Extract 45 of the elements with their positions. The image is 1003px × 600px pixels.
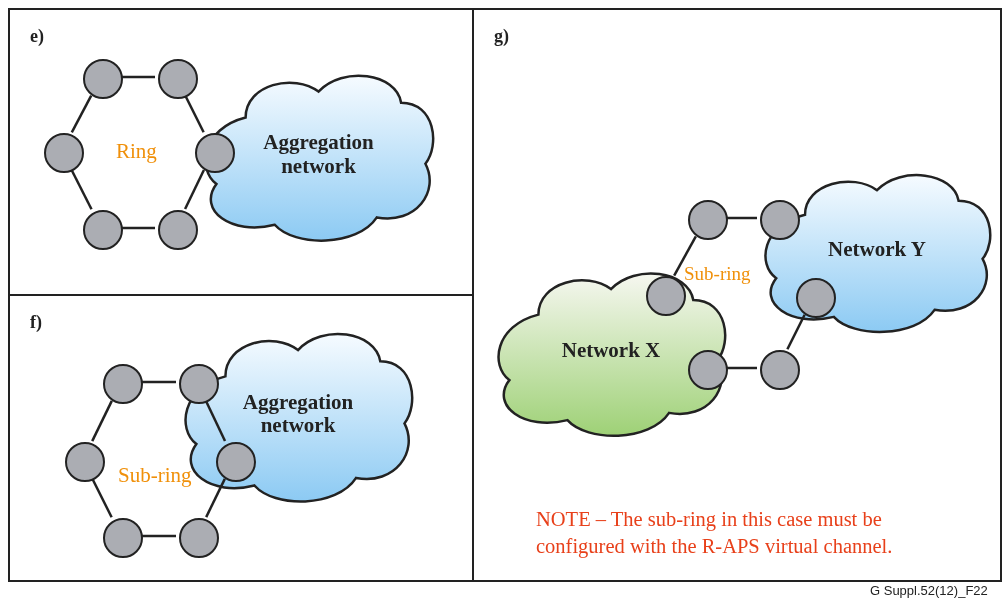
node-circle	[195, 133, 235, 173]
link-line	[122, 75, 155, 79]
node-circle	[688, 200, 728, 240]
node-circle	[65, 442, 105, 482]
link-line	[204, 400, 227, 442]
link-line	[727, 216, 757, 220]
panel-letter: g)	[494, 26, 509, 47]
ring-label: Sub-ring	[684, 263, 751, 285]
node-circle	[103, 364, 143, 404]
panel-frame	[472, 8, 1002, 582]
panel-letter: e)	[30, 26, 44, 47]
node-circle	[179, 518, 219, 558]
panel-letter: f)	[30, 312, 42, 333]
panel-frame	[8, 294, 474, 582]
node-circle	[83, 210, 123, 250]
link-line	[91, 400, 113, 442]
link-line	[70, 169, 93, 210]
link-line	[91, 478, 113, 518]
panel-frame	[8, 8, 474, 296]
ring-label: Ring	[116, 139, 157, 164]
cloud-label: Network X	[561, 339, 661, 363]
node-circle	[158, 59, 198, 99]
cloud-label: Network Y	[828, 238, 926, 262]
link-line	[673, 235, 697, 277]
node-circle	[760, 200, 800, 240]
node-circle	[44, 133, 84, 173]
node-circle	[158, 210, 198, 250]
link-line	[142, 380, 176, 384]
figure-id: G Suppl.52(12)_F22	[870, 583, 988, 598]
node-circle	[760, 350, 800, 390]
ring-label: Sub-ring	[118, 463, 192, 488]
link-line	[727, 366, 757, 370]
link-line	[122, 226, 155, 230]
link-line	[184, 95, 205, 133]
note-text: NOTE – The sub-ring in this case must be configured with the R-APS virtual channel.	[536, 507, 894, 560]
link-line	[205, 478, 226, 518]
link-line	[142, 534, 176, 538]
node-circle	[179, 364, 219, 404]
link-line	[183, 169, 206, 210]
link-line	[786, 314, 806, 350]
node-circle	[103, 518, 143, 558]
cloud-label: Aggregation network	[241, 390, 355, 438]
link-line	[70, 95, 93, 133]
node-circle	[83, 59, 123, 99]
cloud-label: Aggregation network	[262, 131, 375, 178]
